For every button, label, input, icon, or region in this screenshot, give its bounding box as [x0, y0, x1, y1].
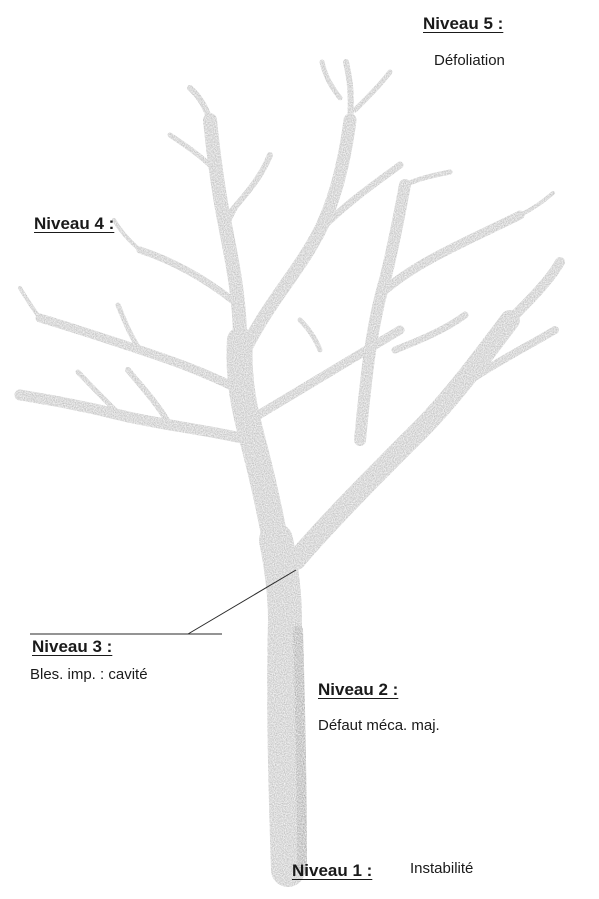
level1-heading: Niveau 1 :: [292, 861, 372, 881]
tree-branches: [20, 62, 560, 870]
level3-description: Bles. imp. : cavité: [30, 666, 148, 683]
level5-heading: Niveau 5 :: [423, 14, 503, 34]
level5-description: Défoliation: [434, 52, 505, 69]
level2-heading: Niveau 2 :: [318, 680, 398, 700]
level3-heading: Niveau 3 :: [32, 637, 112, 657]
level2-description: Défaut méca. maj.: [318, 717, 440, 734]
level4-heading: Niveau 4 :: [34, 214, 114, 234]
level1-description: Instabilité: [410, 860, 473, 877]
